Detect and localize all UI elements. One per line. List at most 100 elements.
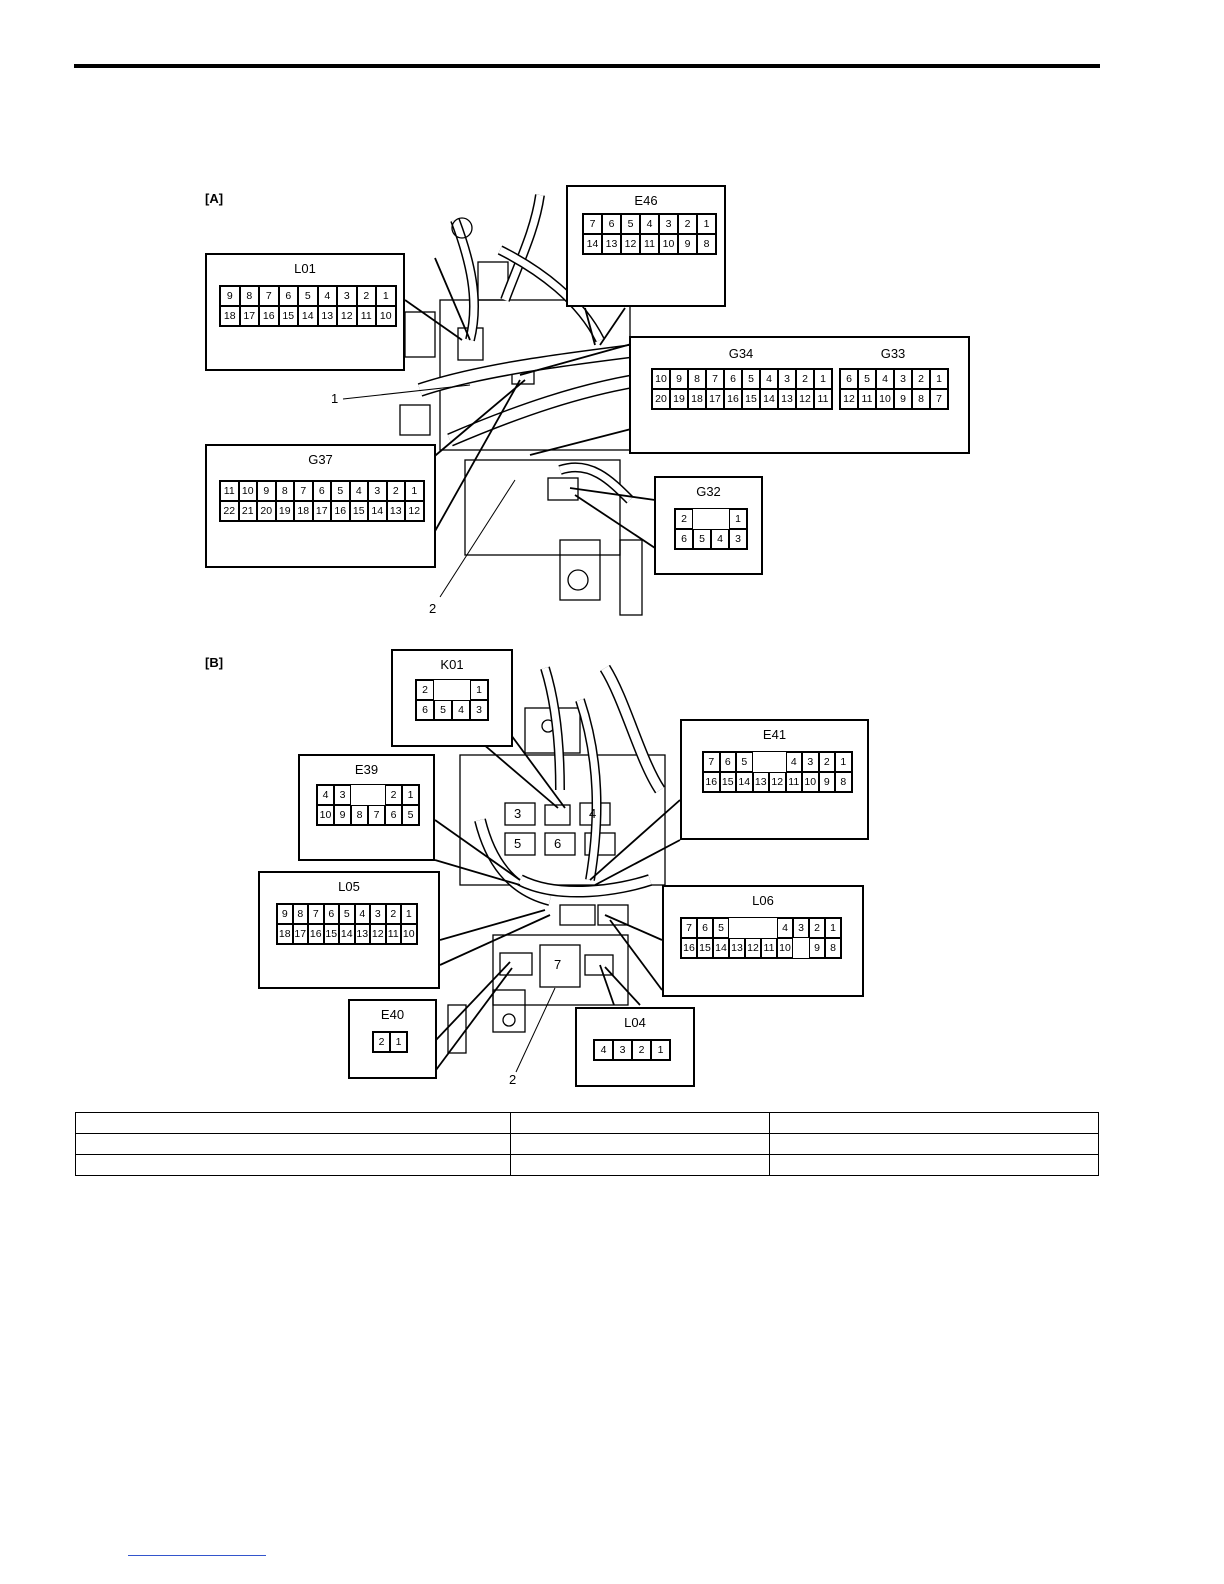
pin-6: 6 — [697, 918, 713, 938]
pin-7: 7 — [583, 214, 602, 234]
pin-6: 6 — [840, 369, 858, 389]
pin-16: 16 — [681, 938, 697, 958]
pin-1: 1 — [729, 509, 747, 529]
pin-13: 13 — [386, 501, 405, 521]
pin-12: 12 — [405, 501, 424, 521]
pin-empty — [745, 918, 761, 938]
pin-3: 3 — [334, 785, 351, 805]
pin-14: 14 — [298, 306, 318, 326]
pin-9: 9 — [678, 234, 697, 254]
table-row — [75, 1133, 1099, 1155]
callout-1: 1 — [331, 391, 339, 406]
pin-18: 18 — [277, 924, 293, 944]
connector-title-k01: K01 — [440, 657, 464, 672]
pin-1: 1 — [376, 286, 396, 306]
pin-1: 1 — [697, 214, 716, 234]
connector-title-g33: G33 — [880, 346, 906, 361]
connector-title-e39: E39 — [354, 762, 379, 777]
pin-10: 10 — [777, 938, 793, 958]
pin-2: 2 — [385, 904, 401, 924]
pin-5: 5 — [693, 529, 711, 549]
pin-10: 10 — [317, 805, 334, 825]
pin-7: 7 — [259, 286, 279, 306]
pin-3: 3 — [729, 529, 747, 549]
pin-11: 11 — [640, 234, 659, 254]
pin-13: 13 — [354, 924, 370, 944]
pin-12: 12 — [796, 389, 814, 409]
pin-11: 11 — [761, 938, 777, 958]
pin-5: 5 — [858, 369, 876, 389]
pin-7: 7 — [703, 752, 720, 772]
pin-9: 9 — [277, 904, 293, 924]
footer-link-underline[interactable] — [128, 1555, 266, 1556]
pin-9: 9 — [818, 772, 835, 792]
pin-16: 16 — [703, 772, 720, 792]
pin-21: 21 — [238, 501, 257, 521]
pin-13: 13 — [729, 938, 745, 958]
pin-15: 15 — [697, 938, 713, 958]
pin-10: 10 — [238, 481, 257, 501]
pin-9: 9 — [220, 286, 240, 306]
pin-20: 20 — [257, 501, 276, 521]
connector-title-g32: G32 — [696, 484, 721, 499]
pin-5: 5 — [742, 369, 760, 389]
pin-2: 2 — [356, 286, 376, 306]
callout-2-a: 2 — [429, 601, 437, 616]
pin-14: 14 — [760, 389, 778, 409]
connector-title-l05: L05 — [338, 879, 360, 894]
table-cell — [75, 1154, 511, 1176]
pin-10: 10 — [659, 234, 678, 254]
pin-7: 7 — [308, 904, 324, 924]
pin-8: 8 — [697, 234, 716, 254]
pin-empty — [761, 918, 777, 938]
connector-title-e40: E40 — [380, 1007, 405, 1022]
pin-4: 4 — [452, 700, 470, 720]
pin-1: 1 — [930, 369, 948, 389]
pin-16: 16 — [724, 389, 742, 409]
pin-5: 5 — [736, 752, 753, 772]
pin-9: 9 — [257, 481, 276, 501]
pin-8: 8 — [351, 805, 368, 825]
pin-5: 5 — [298, 286, 318, 306]
pin-6: 6 — [385, 805, 402, 825]
pin-10: 10 — [652, 369, 670, 389]
pin-2: 2 — [386, 481, 405, 501]
fuse-slot-6: 6 — [554, 836, 562, 851]
pin-9: 9 — [894, 389, 912, 409]
pin-2: 2 — [912, 369, 930, 389]
connector-info-table — [75, 1112, 1099, 1176]
table-cell — [509, 1133, 771, 1155]
section-label-b: [B] — [205, 655, 224, 670]
pin-7: 7 — [706, 369, 724, 389]
pin-4: 4 — [777, 918, 793, 938]
pin-14: 14 — [368, 501, 387, 521]
pin-4: 4 — [349, 481, 368, 501]
pin-12: 12 — [621, 234, 640, 254]
pin-13: 13 — [602, 234, 621, 254]
pin-8: 8 — [688, 369, 706, 389]
pin-7: 7 — [294, 481, 313, 501]
connector-title-l06: L06 — [752, 893, 774, 908]
fuse-slot-7: 7 — [554, 957, 562, 972]
header-rule — [74, 64, 1100, 68]
pin-empty — [368, 785, 385, 805]
pin-13: 13 — [752, 772, 769, 792]
pin-16: 16 — [331, 501, 350, 521]
pin-8: 8 — [292, 904, 308, 924]
pin-8: 8 — [912, 389, 930, 409]
pin-13: 13 — [317, 306, 337, 326]
pin-6: 6 — [719, 752, 736, 772]
pin-20: 20 — [652, 389, 670, 409]
pin-3: 3 — [659, 214, 678, 234]
pin-6: 6 — [278, 286, 298, 306]
pin-12: 12 — [370, 924, 386, 944]
table-cell — [769, 1112, 1099, 1134]
